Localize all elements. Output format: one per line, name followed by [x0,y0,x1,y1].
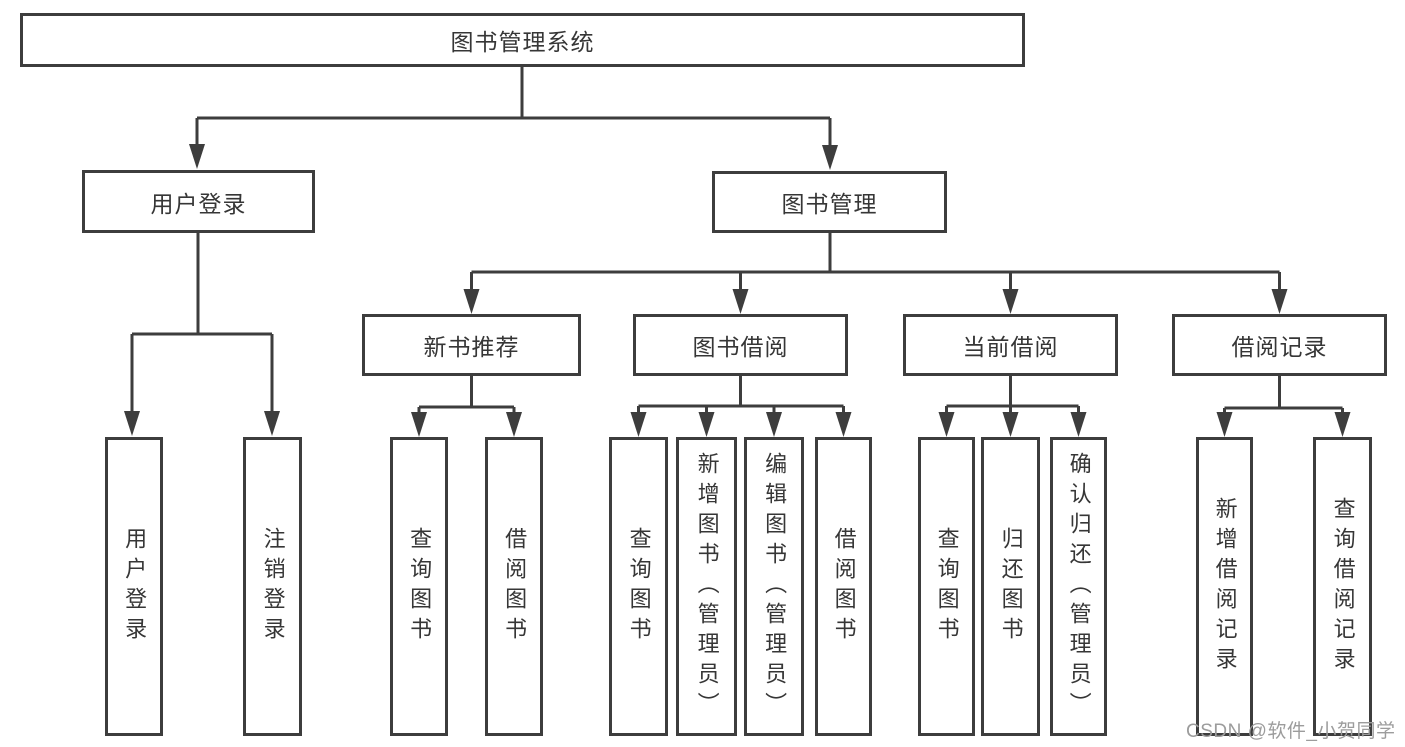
leaf-query-books-recommend: 查询图书 [390,437,448,736]
csdn-watermark: CSDN @软件_小贺同学 [1186,721,1396,742]
node-book-management: 图书管理 [712,171,947,233]
leaf-user-login-label: 用户登录 [122,526,148,647]
node-borrowing-records: 借阅记录 [1172,314,1387,376]
leaf-user-login: 用户登录 [105,437,163,736]
leaf-query-borrow-record: 查询借阅记录 [1313,437,1372,736]
leaf-return-books-label: 归还图书 [998,526,1024,647]
leaf-query-books-recommend-label: 查询图书 [407,526,433,647]
leaf-add-books-admin-label: 新增图书（管理员） [694,451,720,722]
leaf-query-books-current-label: 查询图书 [934,526,960,647]
leaf-logout-login: 注销登录 [243,437,302,736]
node-new-book-recommendation: 新书推荐 [362,314,581,376]
node-current-borrowing: 当前借阅 [903,314,1118,376]
leaf-edit-books-admin: 编辑图书（管理员） [744,437,804,736]
leaf-query-borrow-record-label: 查询借阅记录 [1330,496,1356,677]
leaf-query-books-borrow: 查询图书 [609,437,668,736]
leaf-borrow-books: 借阅图书 [815,437,872,736]
leaf-logout-login-label: 注销登录 [260,526,286,647]
leaf-query-books-current: 查询图书 [918,437,975,736]
leaf-borrow-books-recommend-label: 借阅图书 [502,526,528,647]
leaf-borrow-books-recommend: 借阅图书 [485,437,543,736]
leaf-add-books-admin: 新增图书（管理员） [676,437,737,736]
leaf-query-books-borrow-label: 查询图书 [626,526,652,647]
leaf-confirm-return-admin-label: 确认归还（管理员） [1066,451,1092,722]
leaf-return-books: 归还图书 [981,437,1040,736]
leaf-edit-books-admin-label: 编辑图书（管理员） [762,451,788,722]
leaf-borrow-books-label: 借阅图书 [831,526,857,647]
node-user-login: 用户登录 [82,170,315,233]
leaf-add-borrow-record-label: 新增借阅记录 [1212,496,1238,677]
node-book-borrowing: 图书借阅 [633,314,848,376]
leaf-confirm-return-admin: 确认归还（管理员） [1050,437,1107,736]
node-library-system: 图书管理系统 [20,13,1025,67]
leaf-add-borrow-record: 新增借阅记录 [1196,437,1253,736]
